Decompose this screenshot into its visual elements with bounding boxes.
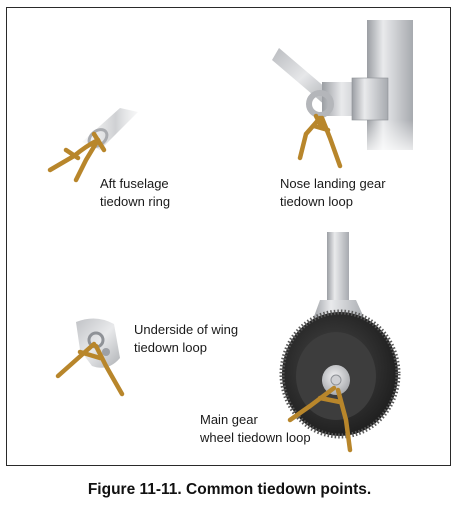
aft-fuselage-label-line1: Aft fuselage	[100, 176, 169, 191]
main-gear-label-line1: Main gear	[200, 412, 258, 427]
main-gear-wheel-graphic	[279, 232, 401, 453]
wing-label-line1: Underside of wing	[134, 322, 239, 337]
wing-label: Underside of wing tiedown loop	[134, 321, 238, 357]
main-gear-label-line2: wheel tiedown loop	[200, 430, 311, 445]
aft-fuselage-ring-graphic	[47, 108, 138, 183]
nose-gear-label-line2: tiedown loop	[280, 194, 353, 209]
figure-caption: Figure 11-11. Common tiedown points.	[87, 481, 372, 498]
nose-gear-label: Nose landing gear tiedown loop	[280, 175, 386, 211]
nose-gear-label-line1: Nose landing gear	[280, 176, 386, 191]
aft-fuselage-label-line2: tiedown ring	[100, 194, 171, 209]
main-gear-label: Main gear wheel tiedown loop	[200, 411, 311, 447]
aft-fuselage-label: Aft fuselage tiedown ring	[100, 175, 170, 211]
wing-label-line2: tiedown loop	[134, 340, 207, 355]
wing-loop-graphic	[55, 318, 125, 397]
nose-gear-loop-graphic	[272, 20, 413, 169]
